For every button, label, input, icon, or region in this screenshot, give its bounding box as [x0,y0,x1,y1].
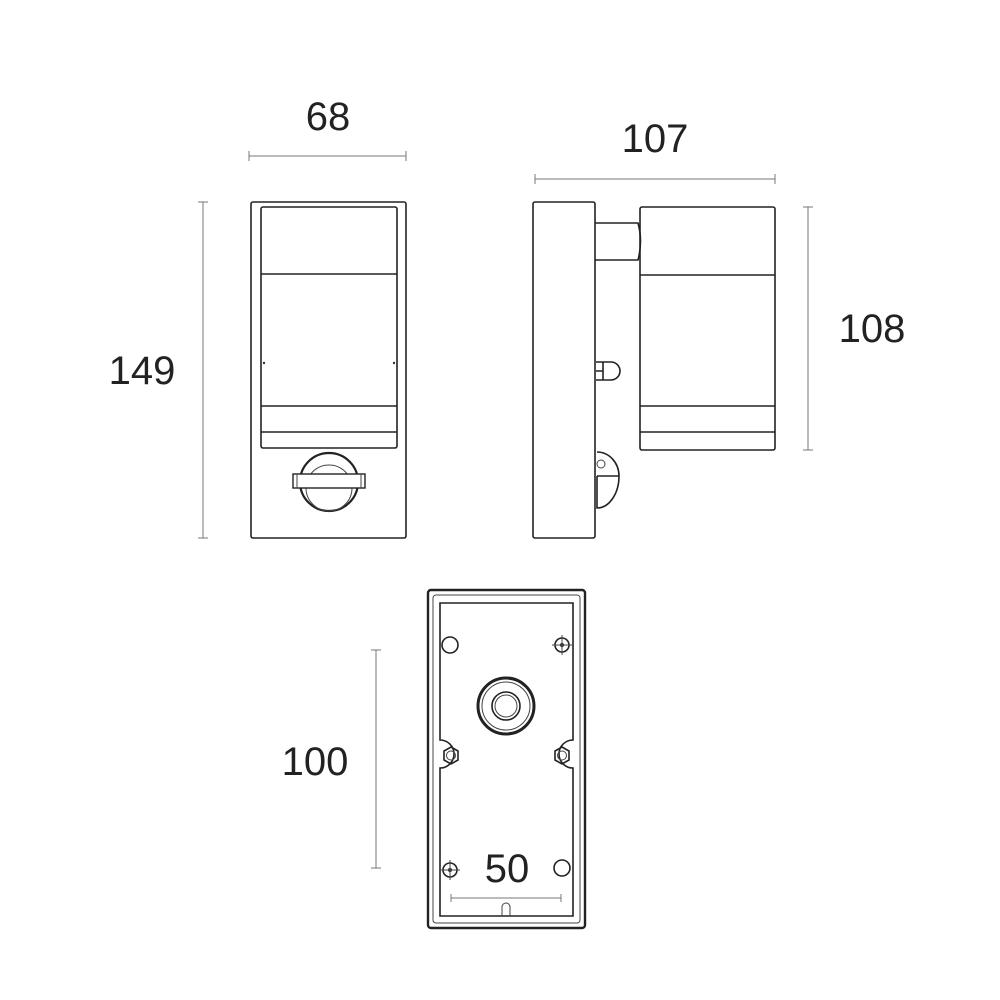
mounting-hole [441,636,459,654]
head-height-label: 108 [839,307,906,351]
back-view: 100 50 [282,588,587,930]
back-width-label: 50 [485,847,530,891]
back-inner-plate [439,602,574,917]
front-view: 68 149 [109,95,407,539]
mounting-hole [553,859,571,877]
screw-boss [552,635,572,655]
cable-entry [476,676,536,736]
side-arm [595,222,642,261]
side-back-plate [532,201,596,539]
height-label: 149 [109,349,176,393]
motion-sensor-side [596,451,620,509]
front-lamp-head [260,206,398,449]
motion-sensor-front [292,451,366,513]
side-view: 107 108 [532,117,906,539]
hex-nut [443,746,459,765]
screw-boss [440,860,460,880]
back-outline [426,588,587,930]
hex-nut [554,746,570,765]
depth-label: 107 [622,117,689,161]
front-body-outline [250,201,407,539]
cable-gland [596,361,621,381]
side-lamp-head [639,206,776,451]
width-label: 68 [306,95,351,139]
back-height-label: 100 [282,740,349,784]
